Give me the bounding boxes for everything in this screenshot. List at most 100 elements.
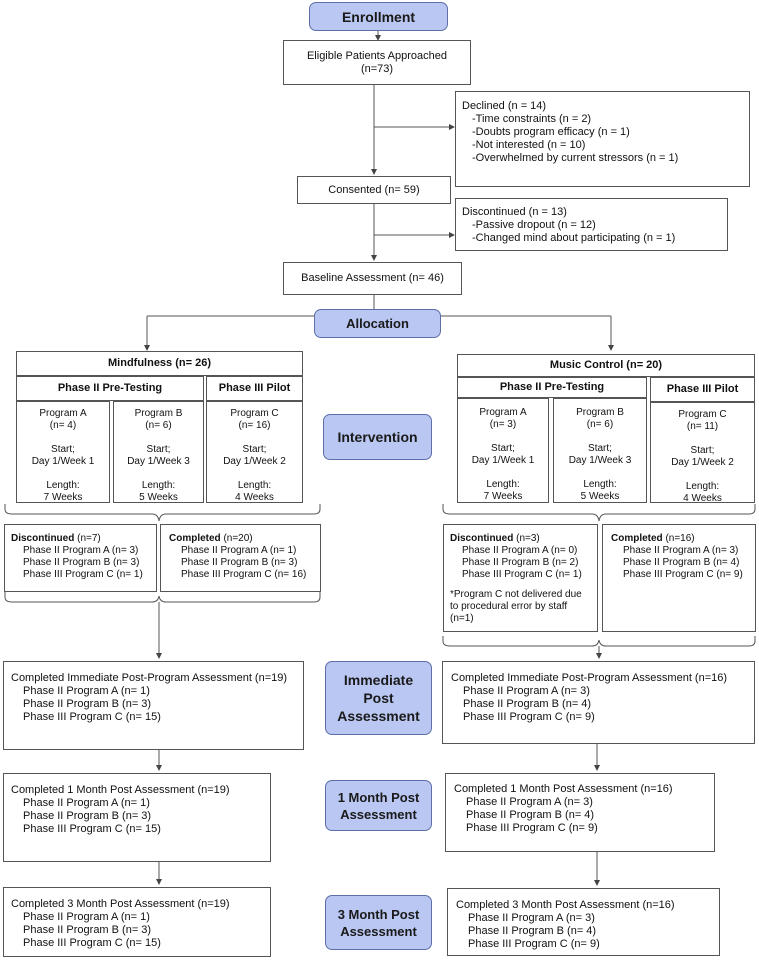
declined-item: -Time constraints (n = 2) (472, 113, 592, 125)
assessment-item: Phase II Program A (n= 1) (23, 685, 150, 697)
completed-count: (n=20) (220, 533, 253, 544)
program-length: 7 Weeks (483, 491, 523, 502)
assessment-item: Phase III Program C (n= 9) (466, 822, 598, 834)
mindfulness-immediate-box: Completed Immediate Post-Program Assessm… (3, 661, 304, 750)
discontinued-count: (n=3) (513, 533, 540, 544)
assessment-title: Completed Immediate Post-Program Assessm… (11, 672, 288, 684)
program-start-label: Start; (51, 444, 75, 455)
program-start: Day 1/Week 2 (671, 457, 734, 468)
program-length: 4 Weeks (683, 493, 722, 504)
assessment-item: Phase III Program C (n= 15) (23, 711, 161, 723)
mindfulness-one-month-box: Completed 1 Month Post Assessment (n=19)… (3, 773, 271, 862)
program-length-label: Length: (46, 480, 80, 491)
discontinued-item: Phase II Program A (n= 0) (462, 545, 578, 556)
music-title: Music Control (n= 20) (549, 359, 663, 371)
allocation-label: Allocation (346, 316, 409, 331)
assessment-item: Phase II Program A (n= 1) (23, 797, 150, 809)
intervention-stage-label: Intervention (323, 414, 432, 460)
program-length-label: Length: (685, 481, 720, 492)
assessment-title: Completed Immediate Post-Program Assessm… (451, 672, 728, 684)
baseline-box: Baseline Assessment (n= 46) (283, 262, 462, 295)
mindfulness-phase3-header: Phase III Pilot (206, 376, 303, 401)
assessment-item: Phase II Program B (n= 3) (23, 698, 152, 710)
music-phase2-header: Phase II Pre-Testing (457, 377, 647, 398)
assessment-title: Completed 1 Month Post Assessment (n=19) (11, 784, 230, 796)
phase2-label: Phase II Pre-Testing (57, 382, 163, 394)
assessment-item: Phase II Program B (n= 3) (23, 924, 152, 936)
declined-item: -Overwhelmed by current stressors (n = 1… (472, 152, 679, 164)
assessment-item: Phase II Program A (n= 3) (466, 796, 593, 808)
three-month-stage-label: 3 Month Post Assessment (325, 895, 432, 950)
enrollment-stage-label: Enrollment (309, 2, 448, 31)
program-name: Program B (576, 407, 624, 418)
program-name: Program C (230, 408, 279, 419)
mindfulness-discontinued-box: Discontinued (n=7) Phase II Program A (n… (4, 524, 157, 592)
one-month-line: Assessment (340, 806, 417, 822)
discontinued-pre-item: -Changed mind about participating (n = 1… (472, 232, 676, 244)
phase2-label: Phase II Pre-Testing (499, 381, 605, 393)
music-program-b-box: Program B (n= 6) Start; Day 1/Week 3 Len… (553, 398, 647, 503)
completed-item: Phase III Program C (n= 9) (623, 569, 743, 580)
music-completed-box: Completed (n=16) Phase II Program A (n= … (602, 524, 756, 632)
discontinued-pre-item: -Passive dropout (n = 12) (472, 219, 596, 231)
assessment-item: Phase II Program B (n= 4) (463, 698, 592, 710)
declined-item: -Doubts program efficacy (n = 1) (472, 126, 630, 138)
completed-item: Phase II Program B (n= 4) (623, 557, 740, 568)
completed-title: Completed (169, 533, 221, 544)
program-length: 4 Weeks (235, 492, 274, 503)
discontinued-pre-title: Discontinued (n = 13) (462, 206, 567, 218)
mindfulness-program-a-box: Program A (n= 4) Start; Day 1/Week 1 Len… (16, 401, 110, 503)
discontinued-item: Phase II Program B (n= 3) (23, 557, 140, 568)
declined-box: Declined (n = 14) -Time constraints (n =… (455, 91, 750, 187)
music-one-month-box: Completed 1 Month Post Assessment (n=16)… (445, 773, 715, 852)
discontinued-note: to procedural error by staff (450, 601, 568, 612)
program-start-label: Start; (690, 445, 715, 456)
mindfulness-header: Mindfulness (n= 26) (16, 351, 303, 376)
discontinued-note: (n=1) (450, 613, 474, 624)
program-n: (n= 16) (238, 420, 271, 431)
assessment-item: Phase II Program A (n= 1) (23, 911, 150, 923)
program-length-label: Length: (486, 479, 520, 490)
completed-item: Phase II Program B (n= 3) (181, 557, 298, 568)
program-length-label: Length: (583, 479, 617, 490)
music-program-a-box: Program A (n= 3) Start; Day 1/Week 1 Len… (457, 398, 549, 503)
one-month-line: 1 Month Post (337, 789, 420, 805)
assessment-item: Phase II Program A (n= 3) (463, 685, 590, 697)
program-start: Day 1/Week 1 (31, 456, 95, 467)
assessment-title: Completed 3 Month Post Assessment (n=19) (11, 898, 230, 910)
program-name: Program A (479, 407, 527, 418)
immediate-line: Immediate (343, 672, 414, 688)
mindfulness-program-c-box: Program C (n= 16) Start; Day 1/Week 2 Le… (206, 401, 303, 503)
program-start-label: Start; (242, 444, 267, 455)
completed-count: (n=16) (662, 533, 695, 544)
discontinued-item: Phase II Program B (n= 2) (462, 557, 579, 568)
three-month-line: Assessment (340, 923, 417, 939)
assessment-item: Phase III Program C (n= 15) (23, 937, 161, 949)
immediate-line: Assessment (337, 708, 420, 724)
program-name: Program B (134, 408, 183, 419)
program-length-label: Length: (237, 480, 272, 491)
assessment-item: Phase II Program A (n= 3) (468, 912, 595, 924)
music-discontinued-box: Discontinued (n=3) Phase II Program A (n… (443, 524, 598, 632)
program-name: Program A (39, 408, 87, 419)
eligible-patients-box: Eligible Patients Approached (n=73) (283, 40, 471, 85)
program-start-label: Start; (491, 443, 515, 454)
program-start-label: Start; (146, 444, 171, 455)
music-immediate-box: Completed Immediate Post-Program Assessm… (442, 661, 755, 744)
music-three-month-box: Completed 3 Month Post Assessment (n=16)… (447, 888, 720, 956)
completed-item: Phase II Program A (n= 1) (181, 545, 297, 556)
discontinued-item: Phase III Program C (n= 1) (23, 569, 143, 580)
completed-item: Phase II Program A (n= 3) (623, 545, 739, 556)
program-length-label: Length: (141, 480, 176, 491)
enrollment-label: Enrollment (341, 8, 416, 25)
phase3-label: Phase III Pilot (218, 382, 291, 394)
eligible-line2: (n=73) (360, 63, 394, 75)
program-start-label: Start; (588, 443, 612, 454)
discontinued-title: Discontinued (11, 533, 75, 544)
program-length: 5 Weeks (139, 492, 178, 503)
assessment-item: Phase II Program B (n= 4) (468, 925, 597, 937)
program-start: Day 1/Week 2 (223, 456, 286, 467)
mindfulness-three-month-box: Completed 3 Month Post Assessment (n=19)… (3, 887, 271, 957)
assessment-title: Completed 1 Month Post Assessment (n=16) (454, 783, 673, 795)
eligible-line1: Eligible Patients Approached (306, 50, 448, 62)
